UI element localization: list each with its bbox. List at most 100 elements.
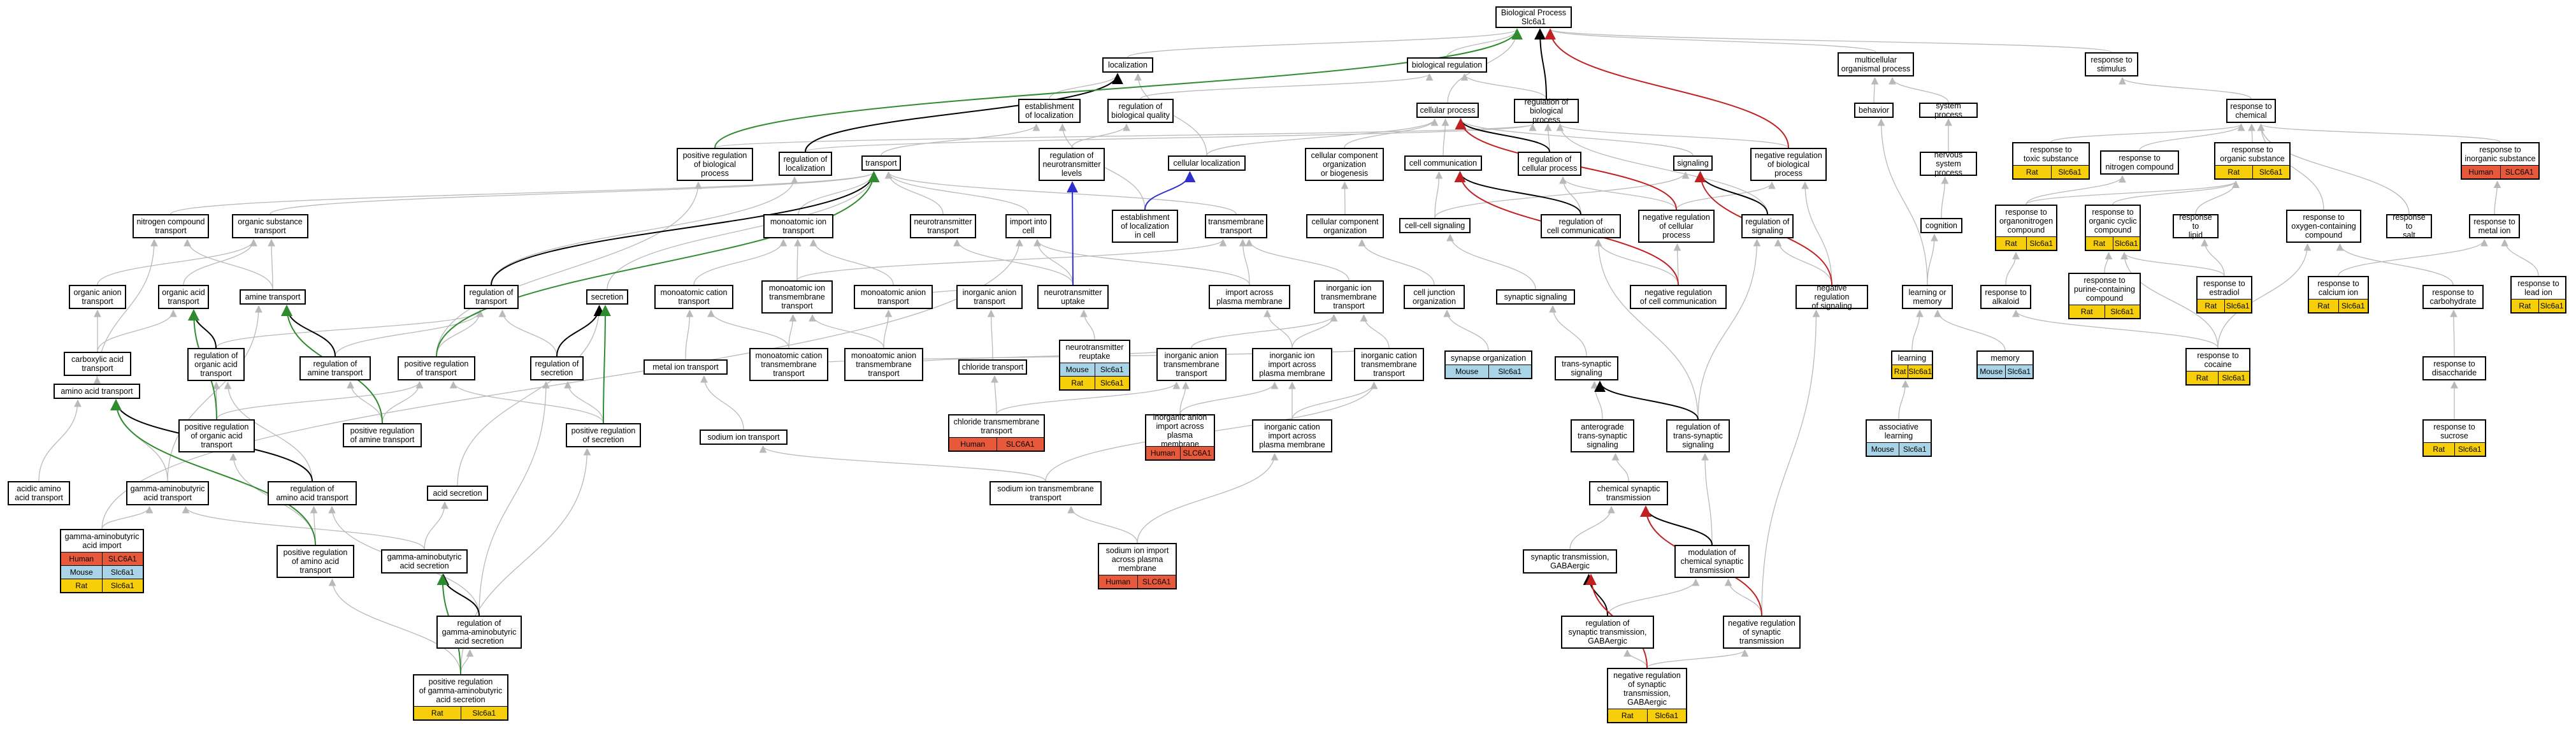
go-term-learning-memory[interactable]: learning or memory bbox=[1902, 285, 1953, 309]
go-term-negative-reg-synaptic-gabaergic[interactable]: negative regulation of synaptic transmis… bbox=[1607, 668, 1687, 723]
go-term-regulation-cell-communication[interactable]: regulation of cell communication bbox=[1541, 214, 1621, 238]
go-term-positive-reg-secretion[interactable]: positive regulation of secretion bbox=[566, 423, 641, 447]
go-term-nervous-system-process[interactable]: nervous system process bbox=[1920, 150, 1977, 177]
go-term-inorganic-cation-tm-transport[interactable]: inorganic cation transmembrane transport bbox=[1354, 348, 1424, 381]
go-term-biological-regulation[interactable]: biological regulation bbox=[1407, 57, 1487, 73]
go-term-regulation-amine-transport[interactable]: regulation of amine transport bbox=[299, 356, 371, 380]
go-term-organic-substance-transport[interactable]: organic substance transport bbox=[232, 214, 308, 238]
go-term-acid-secretion[interactable]: acid secretion bbox=[427, 486, 488, 501]
go-term-monoatomic-cation-tm-transport[interactable]: monoatomic cation transmembrane transpor… bbox=[749, 348, 828, 381]
go-term-trans-synaptic-signaling[interactable]: trans-synaptic signaling bbox=[1555, 356, 1618, 380]
go-term-positive-reg-amine-transport[interactable]: positive regulation of amine transport bbox=[343, 423, 422, 447]
go-term-import-across-pm[interactable]: import across plasma membrane bbox=[1209, 285, 1290, 309]
go-term-monoatomic-ion-tm-transport[interactable]: monoatomic ion transmembrane transport bbox=[761, 280, 833, 314]
go-term-import-into-cell[interactable]: import into cell bbox=[1005, 214, 1051, 238]
go-term-response-carbohydrate[interactable]: response to carbohydrate bbox=[2422, 285, 2484, 309]
go-term-organic-anion-transport[interactable]: organic anion transport bbox=[69, 285, 126, 309]
go-term-regulation-trans-synaptic[interactable]: regulation of trans-synaptic signaling bbox=[1666, 419, 1730, 452]
go-term-response-oxygen[interactable]: response to oxygen-containing compound bbox=[2286, 210, 2361, 243]
go-term-bp[interactable]: Biological Process Slc6a1 bbox=[1495, 6, 1572, 28]
go-term-inorganic-ion-import-pm[interactable]: inorganic ion import across plasma membr… bbox=[1252, 348, 1332, 381]
go-term-chemical-synaptic-transmission[interactable]: chemical synaptic transmission bbox=[1589, 481, 1668, 505]
go-term-regulation-amino-acid-transport[interactable]: regulation of amino acid transport bbox=[268, 481, 357, 505]
go-term-inorganic-anion-transport[interactable]: inorganic anion transport bbox=[956, 285, 1023, 309]
go-term-cellular-component-org-biogenesis[interactable]: cellular component organization or bioge… bbox=[1305, 148, 1384, 181]
go-term-system-process[interactable]: system process bbox=[1919, 101, 1978, 119]
go-term-cellular-component-organization[interactable]: cellular component organization bbox=[1306, 214, 1384, 238]
go-term-transport[interactable]: transport bbox=[861, 155, 901, 171]
go-term-response-disaccharide[interactable]: response to disaccharide bbox=[2422, 356, 2486, 380]
go-term-sodium-ion-tm-transport[interactable]: sodium ion transmembrane transport bbox=[989, 481, 1102, 505]
go-term-regulation-cellular-process[interactable]: regulation of cellular process bbox=[1518, 152, 1581, 176]
go-term-inorganic-cation-import-pm[interactable]: inorganic cation import across plasma me… bbox=[1252, 419, 1332, 452]
go-term-monoatomic-anion-tm-transport[interactable]: monoatomic anion transmembrane transport bbox=[844, 348, 923, 381]
go-term-positive-reg-bp[interactable]: positive regulation of biological proces… bbox=[677, 148, 753, 181]
go-term-response-salt[interactable]: response to salt bbox=[2386, 213, 2432, 240]
go-term-positive-reg-transport[interactable]: positive regulation of transport bbox=[398, 356, 475, 380]
go-term-amino-acid-transport[interactable]: amino acid transport bbox=[54, 384, 140, 399]
go-term-synaptic-transmission-gabaergic[interactable]: synaptic transmission, GABAergic bbox=[1523, 549, 1617, 574]
go-term-inorganic-ion-tm-transport[interactable]: inorganic ion transmembrane transport bbox=[1314, 280, 1384, 314]
go-term-cognition[interactable]: cognition bbox=[1920, 218, 1962, 233]
go-term-modulation-chemical-synaptic[interactable]: modulation of chemical synaptic transmis… bbox=[1674, 545, 1750, 578]
go-term-negative-reg-cellular-process[interactable]: negative regulation of cellular process bbox=[1638, 210, 1715, 243]
go-term-anterograde-trans-synaptic[interactable]: anterograde trans-synaptic signaling bbox=[1571, 419, 1634, 452]
go-term-transmembrane-transport[interactable]: transmembrane transport bbox=[1205, 214, 1267, 238]
go-term-positive-reg-gaba-secretion[interactable]: positive regulation of gamma-aminobutyri… bbox=[413, 674, 508, 721]
go-term-regulation-transport[interactable]: regulation of transport bbox=[464, 285, 519, 309]
go-term-negative-reg-cell-communication[interactable]: negative regulation of cell communicatio… bbox=[1630, 285, 1727, 309]
go-term-establishment-localization[interactable]: establishment of localization bbox=[1018, 99, 1081, 123]
go-term-response-chemical[interactable]: response to chemical bbox=[2226, 99, 2276, 123]
go-term-secretion[interactable]: secretion bbox=[586, 289, 628, 305]
go-term-positive-reg-organic-acid-transport[interactable]: positive regulation of organic acid tran… bbox=[178, 419, 255, 452]
go-term-response-nitrogen[interactable]: response to nitrogen compound bbox=[2100, 150, 2179, 175]
go-term-sodium-ion-import-pm[interactable]: sodium ion import across plasma membrane… bbox=[1098, 543, 1177, 589]
go-term-organic-acid-transport[interactable]: organic acid transport bbox=[158, 285, 209, 309]
go-term-response-alkaloid[interactable]: response to alkaloid bbox=[1980, 285, 2031, 309]
go-term-chloride-transport[interactable]: chloride transport bbox=[958, 359, 1027, 375]
go-term-regulation-gaba-secretion[interactable]: regulation of gamma-aminobutyric acid se… bbox=[436, 616, 522, 649]
go-term-regulation-biological-process[interactable]: regulation of biological process bbox=[1514, 97, 1579, 124]
go-term-cellular-process[interactable]: cellular process bbox=[1416, 103, 1479, 118]
go-term-behavior[interactable]: behavior bbox=[1854, 103, 1894, 118]
go-term-multicellular[interactable]: multicellular organismal process bbox=[1838, 52, 1914, 76]
go-term-response-lipid[interactable]: response to lipid bbox=[2173, 213, 2219, 240]
go-term-monoatomic-cation-transport[interactable]: monoatomic cation transport bbox=[654, 285, 733, 309]
go-term-positive-reg-amino-acid-transport[interactable]: positive regulation of amino acid transp… bbox=[277, 545, 354, 578]
go-term-negative-reg-synaptic-transmission[interactable]: negative regulation of synaptic transmis… bbox=[1723, 616, 1801, 649]
go-term-regulation-localization[interactable]: regulation of localization bbox=[779, 152, 832, 176]
go-term-inorganic-anion-tm-transport[interactable]: inorganic anion transmembrane transport bbox=[1156, 348, 1227, 381]
go-term-response-stimulus[interactable]: response to stimulus bbox=[2085, 52, 2138, 76]
go-term-carboxylic-acid-transport[interactable]: carboxylic acid transport bbox=[64, 352, 131, 376]
go-term-amine-transport[interactable]: amine transport bbox=[240, 289, 306, 305]
go-term-neurotransmitter-transport[interactable]: neurotransmitter transport bbox=[910, 214, 976, 238]
go-term-regulation-synaptic-gabaergic[interactable]: regulation of synaptic transmission, GAB… bbox=[1561, 616, 1654, 649]
go-term-regulation-signaling[interactable]: regulation of signaling bbox=[1741, 214, 1794, 238]
go-term-cell-cell-signaling[interactable]: cell-cell signaling bbox=[1399, 218, 1471, 233]
go-term-cell-junction-organization[interactable]: cell junction organization bbox=[1404, 285, 1465, 309]
go-term-cellular-localization[interactable]: cellular localization bbox=[1168, 155, 1246, 171]
go-term-localization[interactable]: localization bbox=[1102, 57, 1153, 73]
go-term-gaba-transport[interactable]: gamma-aminobutyric acid transport bbox=[126, 481, 209, 505]
go-term-metal-ion-transport[interactable]: metal ion transport bbox=[644, 359, 728, 375]
go-term-regulation-nt-levels[interactable]: regulation of neurotransmitter levels bbox=[1039, 148, 1105, 181]
go-term-response-metal-ion[interactable]: response to metal ion bbox=[2469, 214, 2520, 238]
go-term-nitrogen-compound-transport[interactable]: nitrogen compound transport bbox=[133, 214, 209, 238]
